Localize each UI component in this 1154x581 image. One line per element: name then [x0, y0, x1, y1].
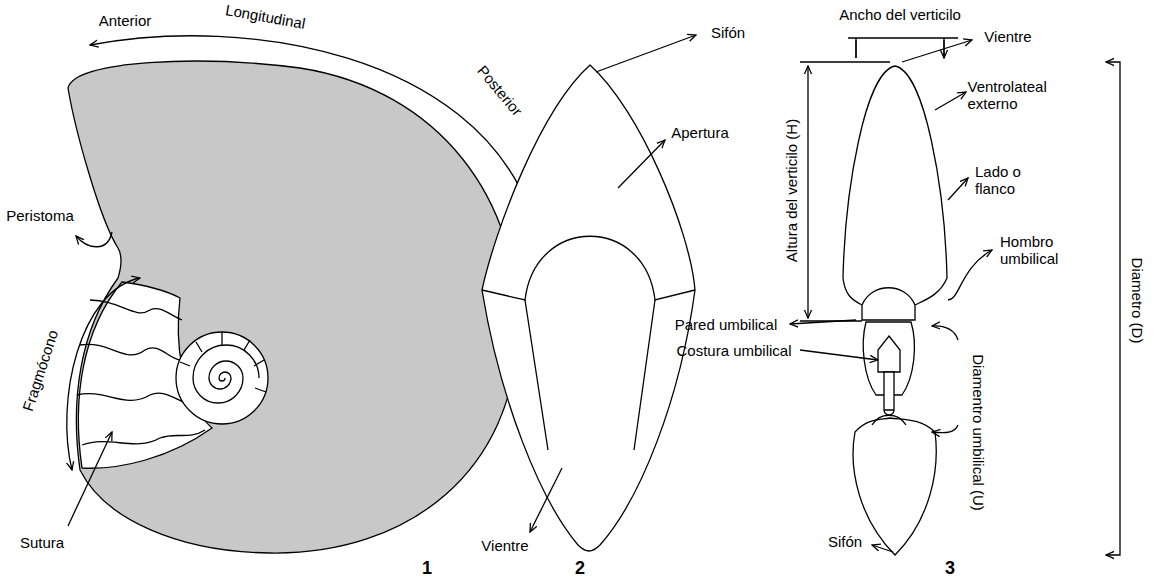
dimension-label: Diamentro umbilical (U)	[969, 354, 986, 511]
whorl-height-ticks	[800, 62, 890, 321]
figure-number: 2	[575, 560, 585, 577]
axis-label: Longitudinal	[224, 1, 307, 32]
peristome-leader	[76, 232, 112, 247]
part-label: Pared umbilical	[675, 316, 778, 333]
part-label: Costura umbilical	[676, 342, 791, 359]
suture-line	[82, 430, 205, 445]
dimension-label: Diametro (D)	[1130, 257, 1147, 343]
whorl-impression	[872, 415, 906, 425]
part-label: Apertura	[671, 124, 729, 141]
venter-leader	[902, 40, 972, 62]
inner-whorl	[176, 332, 268, 424]
suture-line	[90, 300, 182, 320]
inner-whorl-section	[878, 336, 900, 372]
suture-leader	[68, 432, 112, 526]
umbilical-seam-leader	[800, 350, 878, 360]
shell-body	[68, 61, 518, 553]
diameter-bracket	[1106, 62, 1120, 555]
inner-septa	[180, 332, 266, 392]
suture-line	[77, 393, 192, 405]
umbilical-diameter-arrow	[932, 326, 958, 340]
part-label: Sifón	[828, 533, 862, 550]
whorl-width-arrows	[856, 40, 944, 58]
whorl-impression	[862, 288, 915, 305]
whorl-height-line	[807, 66, 808, 318]
whorl-front-view	[482, 65, 695, 551]
dimension-label: Altura del verticilo (H)	[784, 118, 801, 261]
part-label: Sifón	[711, 24, 745, 41]
direction-label: Anterior	[99, 12, 152, 29]
figure-number: 1	[422, 560, 432, 577]
direction-label: Posterior	[474, 62, 526, 119]
flank-line	[525, 300, 655, 450]
part-label: Sutura	[20, 534, 64, 551]
part-label: Fragmócono	[19, 327, 61, 412]
phragmocone-arrow	[67, 278, 140, 470]
siphon-leader	[596, 35, 696, 72]
part-label: Vientre	[481, 537, 528, 554]
longitudinal-arrow	[90, 36, 530, 210]
umbilical-wall-leader	[790, 320, 856, 324]
venter-leader	[530, 468, 562, 532]
outer-whorl-section	[843, 66, 947, 320]
suture-line	[80, 344, 180, 360]
part-label: Peristoma	[6, 207, 74, 224]
part-label: Hombro umbilical	[1000, 233, 1080, 267]
part-label: Ventrolateal externo	[968, 78, 1063, 112]
shoulder-leader	[948, 250, 992, 300]
opposite-whorl-section	[853, 418, 936, 555]
innermost-whorl	[884, 372, 894, 415]
figure-number: 3	[945, 560, 955, 577]
ventrolateral-leader	[935, 92, 966, 110]
siphon-leader	[872, 545, 893, 552]
aperture-leader	[618, 140, 665, 188]
flank-leader	[948, 178, 968, 200]
part-label: Vientre	[984, 28, 1031, 45]
part-label: Lado o flanco	[975, 163, 1035, 197]
dimension-label: Ancho del verticilo	[839, 6, 961, 23]
umbilical-diameter-arrow	[932, 425, 958, 433]
inner-spiral	[193, 345, 259, 403]
whorl-width-bracket	[848, 38, 958, 58]
previous-whorl-impression	[482, 236, 695, 300]
